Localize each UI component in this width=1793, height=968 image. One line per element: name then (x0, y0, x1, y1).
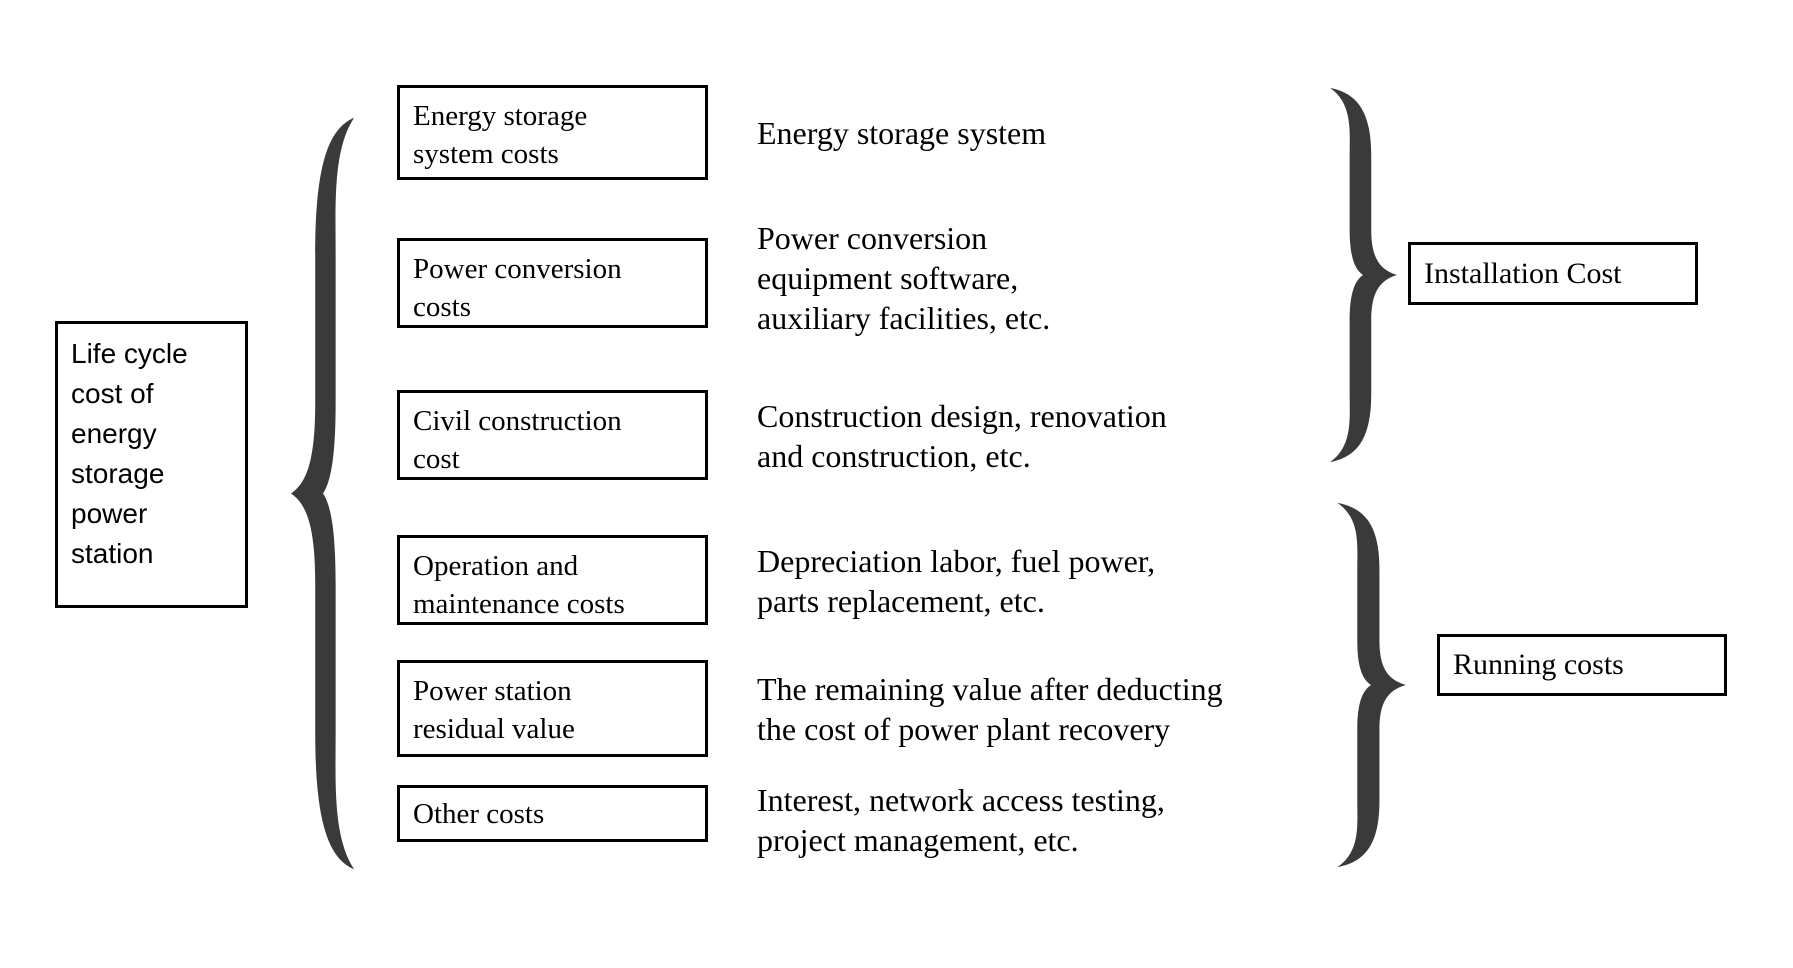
group-label-box-running-costs: Running costs (1437, 634, 1727, 696)
root-label-line: energy (71, 418, 157, 449)
root-label-line: Life cycle (71, 338, 188, 369)
cost-item-box-civil-construction: Civil construction cost (397, 390, 708, 480)
group-label: Running costs (1453, 648, 1624, 681)
cost-item-description-operation-maintenance: Depreciation labor, fuel power, parts re… (757, 543, 1156, 619)
root-label-line: power (71, 498, 148, 529)
cost-item-description-civil-construction: Construction design, renovation and cons… (757, 398, 1167, 474)
cost-item-box-residual-value: Power station residual value (397, 660, 708, 757)
cost-item-description-power-conversion: Power conversion equipment software, aux… (757, 220, 1051, 336)
cost-item-description-other-costs: Interest, network access testing, projec… (757, 782, 1165, 858)
root-label-line: cost of (71, 378, 154, 409)
cost-item-box-operation-maintenance: Operation and maintenance costs (397, 535, 708, 625)
root-box-life-cycle-cost: Life cycle cost of energy storage power … (55, 321, 248, 608)
cost-item-description-energy-storage-system: Energy storage system (757, 115, 1047, 151)
cost-item-box-other-costs: Other costs (397, 785, 708, 842)
curly-brace-left-icon (290, 117, 355, 870)
root-label-line: storage (71, 458, 165, 489)
group-label: Installation Cost (1424, 256, 1622, 290)
cost-item-box-energy-storage-system: Energy storage system costs (397, 85, 708, 180)
curly-brace-right-installation-icon (1330, 87, 1397, 463)
group-label-box-installation-cost: Installation Cost (1408, 242, 1698, 305)
root-label-line: station (71, 538, 154, 569)
cost-item-description-residual-value: The remaining value after deducting the … (757, 671, 1223, 747)
curly-brace-right-running-icon (1337, 502, 1406, 868)
cost-item-box-power-conversion: Power conversion costs (397, 238, 708, 328)
